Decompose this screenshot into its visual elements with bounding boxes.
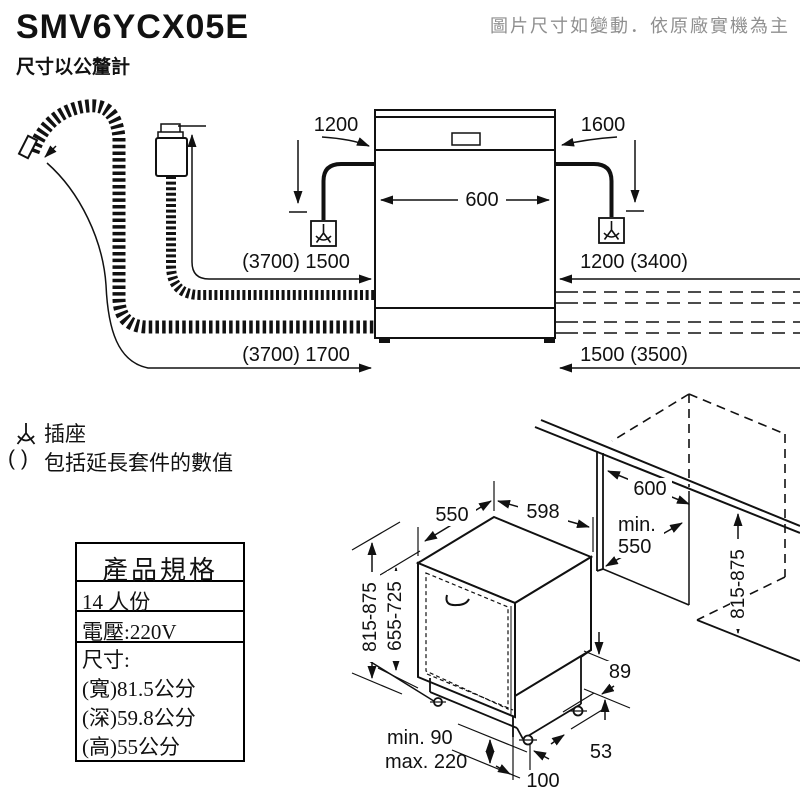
spec-dim-label: 尺寸: xyxy=(82,648,130,672)
disclaimer-note: 圖片尺寸如變動．依原廠實機為主 xyxy=(490,16,790,36)
spec-dim-width: (寬)81.5公分 xyxy=(82,677,196,701)
left-power-cord xyxy=(321,162,375,220)
door-panel xyxy=(417,561,516,719)
dim-height-right: 815-875 xyxy=(728,539,749,629)
spec-row-dimensions: 尺寸: (寬)81.5公分 (深)59.8公分 (高)55公分 xyxy=(77,643,243,762)
hose-extensions-right xyxy=(555,291,800,334)
spec-table: 產品規格 14 人份 電壓:220V 尺寸: (寬)81.5公分 (深)59.8… xyxy=(75,542,245,762)
inlet-reach-arrow xyxy=(178,125,206,262)
dim-front-clearance: 100 xyxy=(522,770,564,792)
worktop-icon xyxy=(534,419,800,534)
left-foot-icon xyxy=(379,338,390,343)
socket-icon xyxy=(310,220,337,247)
spec-row-capacity: 14 人份 xyxy=(77,582,243,614)
cord-left-arrows xyxy=(289,136,370,213)
dim-cord-right: 1600 xyxy=(580,114,626,136)
dim-niche-depth-1: min. xyxy=(616,514,664,536)
dim-adjust-max: max. 220 xyxy=(385,751,468,773)
units-note: 尺寸以公釐計 xyxy=(16,57,131,78)
drain-reach-dim-line xyxy=(46,162,372,373)
drain-hose-icon xyxy=(17,99,374,334)
control-panel-icon xyxy=(451,132,481,146)
dim-rear-clearance: 53 xyxy=(585,741,617,763)
dim-height-outer: 815-875 xyxy=(360,572,381,662)
spec-table-header: 產品規格 xyxy=(77,544,243,585)
dim-drain-reach: (3700) 1700 xyxy=(242,344,350,366)
dim-niche-depth-2: 550 xyxy=(616,536,664,558)
legend-socket-icon xyxy=(16,423,36,445)
page-title: SMV6YCX05E xyxy=(16,8,249,46)
dim-cord-left: 1200 xyxy=(313,114,359,136)
cord-right-arrows xyxy=(561,136,644,212)
aquastop-valve-icon xyxy=(155,123,188,177)
socket-icon-right xyxy=(598,217,625,244)
dim-adjust-min: min. 90 xyxy=(387,727,453,749)
spec-row-voltage: 電壓:220V xyxy=(77,612,243,644)
dim-inlet-reach: (3700) 1500 xyxy=(242,251,350,273)
dim-plinth-height: 89 xyxy=(604,661,636,683)
dim-right-top: 1200 (3400) xyxy=(580,251,688,273)
door-handle-icon xyxy=(445,594,470,607)
niche-walls xyxy=(596,451,690,606)
niche-dashed-box xyxy=(611,393,786,621)
right-foot-icon xyxy=(544,338,555,343)
legend-paren-symbol: ( ) xyxy=(8,447,28,470)
dim-width: 598 xyxy=(518,501,568,523)
adjustable-feet-icons xyxy=(430,697,587,746)
dim-height-inner: 655-725 xyxy=(385,571,406,661)
legend-socket-label: 插座 xyxy=(44,423,86,446)
drain-direction-arrow xyxy=(44,145,57,158)
inlet-reach-dim-line xyxy=(191,261,372,284)
dim-right-bottom: 1500 (3500) xyxy=(580,344,688,366)
top-view-drawing xyxy=(17,99,800,373)
spec-dim-depth: (深)59.8公分 xyxy=(82,706,196,730)
inlet-hose-icon xyxy=(166,176,374,300)
dim-appliance-width: 600 xyxy=(458,189,506,211)
right-power-cord xyxy=(555,162,614,217)
dim-depth: 550 xyxy=(428,504,476,526)
spec-dim-height: (高)55公分 xyxy=(82,735,180,759)
legend-paren-note: 包括延長套件的數值 xyxy=(44,452,233,475)
dim-niche-width: 600 xyxy=(628,478,672,500)
dishwasher-front-view xyxy=(374,109,556,343)
